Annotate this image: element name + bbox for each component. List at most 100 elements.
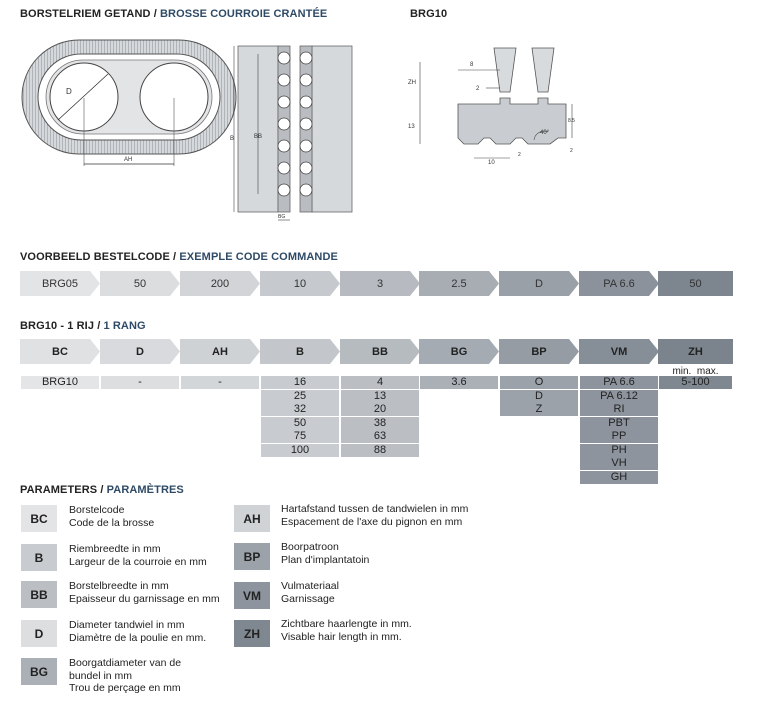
params-title-nl: PARAMETERS: [20, 484, 98, 496]
rang-cell-bg: 3.6: [420, 376, 498, 389]
example-title-fr: EXEMPLE CODE COMMANDE: [179, 251, 338, 263]
label-bb: BB: [254, 134, 262, 140]
label-ah: AH: [124, 157, 132, 163]
rang-cell-vm: PBT: [580, 416, 658, 430]
param-badge-ah: AH: [234, 505, 270, 532]
section-title-drawing: BORSTELRIEM GETAND / BROSSE COURROIE CRA…: [20, 8, 327, 20]
param-badge-bp: BP: [234, 543, 270, 570]
rang-cell-bb: 38: [341, 416, 419, 430]
rang-title-fr: 1 RANG: [103, 320, 146, 332]
belt-loop-drawing: D AH: [21, 39, 237, 166]
params-title-sep: /: [97, 484, 107, 496]
label-8: 8: [470, 62, 474, 68]
rang-cell-bc: BRG10: [21, 376, 99, 389]
section-title-params: PARAMETERS / PARAMÈTRES: [20, 484, 184, 496]
example-code-cell: 50: [100, 271, 180, 296]
param-desc-line: Vulmateriaal: [281, 580, 339, 592]
param-desc-line: Diamètre de la poulie en mm.: [69, 631, 207, 644]
label-2: 2: [476, 86, 480, 92]
rang-cell-vm: RI: [580, 403, 658, 416]
example-code-cell: D: [499, 271, 579, 296]
profile-drawing: ZH 13 8 2 10 40° 8.5 2 2: [408, 47, 575, 166]
title-nl: BORSTELRIEM GETAND: [20, 8, 151, 20]
label-angle: 40°: [540, 130, 550, 136]
param-badge-vm: VM: [234, 582, 270, 609]
example-code-cell: BRG05: [20, 271, 100, 296]
param-desc-line: Largeur de la courroie en mm: [69, 555, 207, 568]
rang-header-vm: VM: [579, 339, 659, 364]
param-badge-bg: BG: [21, 658, 57, 685]
label-10: 10: [488, 160, 495, 166]
rang-cell-b: 16: [261, 376, 339, 389]
label-8-5: 8.5: [568, 118, 575, 124]
param-badge-b: B: [21, 544, 57, 571]
rang-header-bg: BG: [419, 339, 499, 364]
param-desc-line: Borstelbreedte in mm: [69, 580, 169, 592]
rang-cell-vm: GH: [580, 470, 658, 484]
param-desc-line: Boorpatroon: [281, 541, 339, 553]
example-code-cell: PA 6.6: [579, 271, 659, 296]
rang-header-ah: AH: [180, 339, 260, 364]
label-zh: ZH: [408, 80, 416, 86]
rang-cell-b: 100: [261, 443, 339, 457]
example-title-nl: VOORBEELD BESTELCODE: [20, 251, 170, 263]
label-d: D: [66, 87, 72, 96]
rang-cell-bb: 63: [341, 430, 419, 443]
param-desc-line: bundel in mm: [69, 669, 133, 682]
label-bg: BG: [278, 214, 285, 220]
example-code-cell: 2.5: [419, 271, 499, 296]
rang-header-bp: BP: [499, 339, 579, 364]
rang-cell-bb: 88: [341, 443, 419, 457]
rang-cell-vm: VH: [580, 457, 658, 470]
rang-cell-vm: PH: [580, 443, 658, 457]
param-desc-line: Visable hair length in mm.: [281, 630, 402, 643]
param-desc-line: Garnissage: [281, 592, 335, 605]
zh-minmax-label: min. max.: [672, 366, 719, 377]
label-2c: 2: [570, 148, 573, 154]
label-13: 13: [408, 124, 415, 130]
rang-cell-bp: Z: [500, 403, 578, 416]
param-badge-zh: ZH: [234, 620, 270, 647]
params-title-fr: PARAMÈTRES: [106, 484, 184, 496]
section-title-example: VOORBEELD BESTELCODE / EXEMPLE CODE COMM…: [20, 251, 338, 263]
rang-cell-bp: O: [500, 376, 578, 389]
title-fr: BROSSE COURROIE CRANTÉE: [160, 8, 328, 20]
param-desc-line: Hartafstand tussen de tandwielen in mm: [281, 503, 469, 515]
rang-cell-ah: -: [181, 376, 259, 389]
rang-cell-zh: 5-100: [659, 376, 732, 389]
param-desc-line: Plan d'implantatoin: [281, 553, 370, 566]
rang-cell-b: 75: [261, 430, 339, 443]
example-code-cell: 10: [260, 271, 340, 296]
param-badge-bb: BB: [21, 581, 57, 608]
param-desc-line: Borstelcode: [69, 504, 125, 516]
param-desc-line: Zichtbare haarlengte in mm.: [281, 618, 412, 630]
example-code-cell: 3: [340, 271, 420, 296]
label-b: B: [230, 136, 234, 142]
rang-title-sep: /: [94, 320, 104, 332]
rang-cell-b: 32: [261, 403, 339, 416]
rang-header-d: D: [100, 339, 180, 364]
rang-cell-bb: 4: [341, 376, 419, 389]
param-desc-line: Boorgatdiameter van de: [69, 657, 182, 669]
rang-cell-bp: D: [500, 389, 578, 403]
param-desc-line: Code de la brosse: [69, 516, 155, 529]
rang-cell-vm: PA 6.12: [580, 389, 658, 403]
rang-cell-vm: PA 6.6: [580, 376, 658, 389]
rang-cell-vm: PP: [580, 430, 658, 443]
example-code-cell: 200: [180, 271, 260, 296]
rang-cell-d: -: [101, 376, 179, 389]
example-code-cell: 50: [658, 271, 733, 296]
brush-strip-drawing: B BB BG: [230, 45, 353, 221]
rang-header-zh: ZH: [658, 339, 733, 364]
rang-cell-b: 25: [261, 389, 339, 403]
param-badge-d: D: [21, 620, 57, 647]
param-badge-bc: BC: [21, 505, 57, 532]
